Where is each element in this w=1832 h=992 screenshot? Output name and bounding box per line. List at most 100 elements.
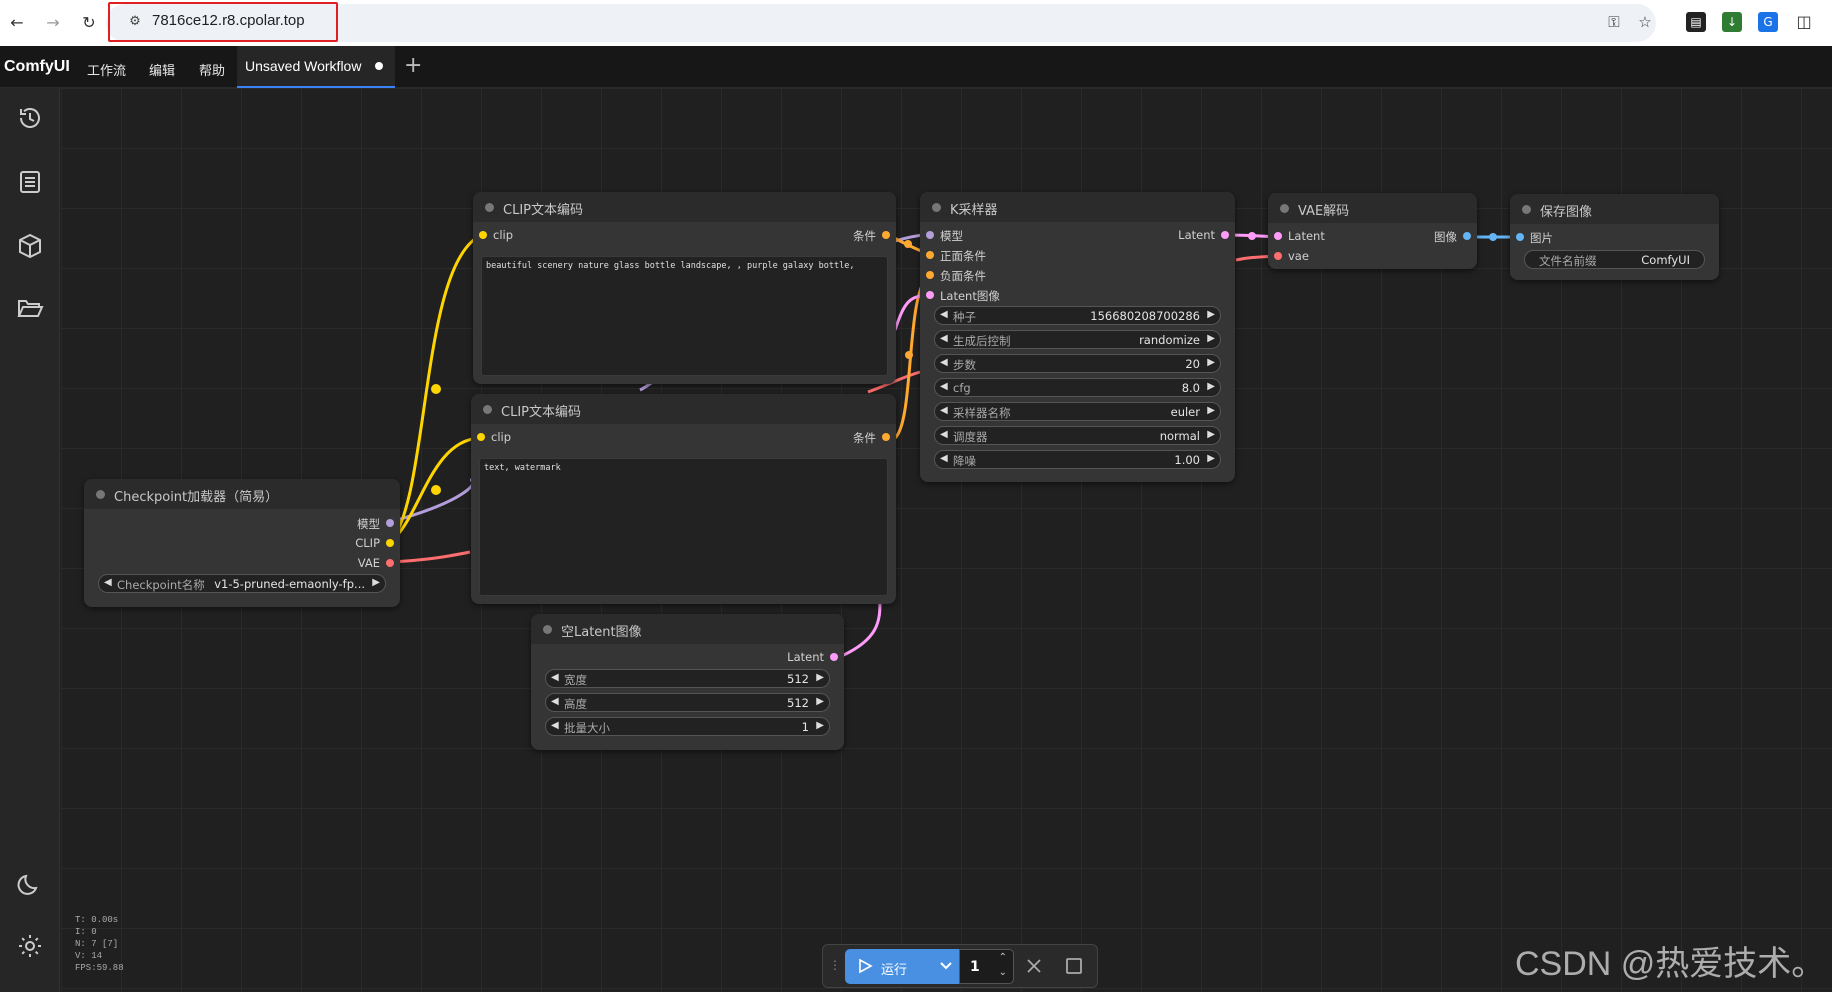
- collapse-dot-icon[interactable]: [483, 405, 492, 414]
- output-latent[interactable]: Latent: [1178, 228, 1229, 242]
- arrow-left-icon[interactable]: ◀: [940, 405, 948, 416]
- output-vae[interactable]: VAE: [358, 556, 394, 570]
- prompt-textarea[interactable]: beautiful scenery nature glass bottle la…: [481, 256, 888, 376]
- queue-list-icon[interactable]: [14, 166, 46, 198]
- output-model[interactable]: 模型: [357, 516, 394, 532]
- collapse-dot-icon[interactable]: [1280, 204, 1289, 213]
- collapse-dot-icon[interactable]: [932, 203, 941, 212]
- slot-dot[interactable]: [1274, 252, 1282, 260]
- output-image[interactable]: 图像: [1434, 229, 1471, 245]
- forward-icon[interactable]: →: [46, 13, 60, 32]
- extension-terminal-icon[interactable]: ▤: [1686, 12, 1706, 32]
- extensions-puzzle-icon[interactable]: ◫: [1796, 12, 1812, 31]
- node-title-bar[interactable]: VAE解码: [1268, 193, 1477, 223]
- checkpoint-loader-node[interactable]: Checkpoint加载器（简易） 模型 CLIP VAE ◀ Checkpoi…: [84, 479, 400, 607]
- stop-square-icon[interactable]: [1063, 955, 1085, 977]
- node-title-bar[interactable]: CLIP文本编码: [473, 192, 896, 222]
- slot-dot[interactable]: [1463, 232, 1471, 240]
- arrow-right-icon[interactable]: ▶: [1207, 381, 1215, 392]
- arrow-right-icon[interactable]: ▶: [1207, 405, 1215, 416]
- chevron-down-icon[interactable]: [939, 959, 953, 973]
- workflows-folder-icon[interactable]: [14, 292, 46, 324]
- arrow-right-icon[interactable]: ▶: [1207, 333, 1215, 344]
- cancel-x-icon[interactable]: [1023, 955, 1045, 977]
- arrow-right-icon[interactable]: ▶: [1207, 429, 1215, 440]
- slot-dot[interactable]: [477, 433, 485, 441]
- input-latent[interactable]: Latent: [1274, 229, 1325, 243]
- slot-dot[interactable]: [386, 539, 394, 547]
- collapse-dot-icon[interactable]: [96, 490, 105, 499]
- input-vae[interactable]: vae: [1274, 249, 1309, 263]
- settings-gear-icon[interactable]: [14, 930, 46, 962]
- extension-translate-icon[interactable]: G: [1758, 12, 1778, 32]
- slot-dot[interactable]: [1274, 232, 1282, 240]
- unsaved-dot-icon[interactable]: [375, 62, 383, 70]
- output-clip[interactable]: CLIP: [355, 536, 394, 550]
- arrow-left-icon[interactable]: ◀: [940, 309, 948, 320]
- arrow-left-icon[interactable]: ◀: [940, 333, 948, 344]
- slot-dot[interactable]: [1516, 233, 1524, 241]
- slot-dot[interactable]: [479, 231, 487, 239]
- arrow-left-icon[interactable]: ◀: [940, 429, 948, 440]
- batch-count-input[interactable]: 1 ⌃ ⌄: [959, 949, 1014, 984]
- arrow-left-icon[interactable]: ◀: [940, 381, 948, 392]
- collapse-dot-icon[interactable]: [485, 203, 494, 212]
- arrow-right-icon[interactable]: ▶: [1207, 357, 1215, 368]
- run-button[interactable]: 运行: [845, 949, 959, 984]
- site-info-icon[interactable]: ⚙: [129, 14, 141, 29]
- password-key-icon[interactable]: ⚿: [1608, 13, 1620, 31]
- input-negative[interactable]: 负面条件: [926, 268, 986, 284]
- arrow-right-icon[interactable]: ▶: [816, 720, 824, 731]
- node-library-cube-icon[interactable]: [14, 230, 46, 262]
- output-latent[interactable]: Latent: [787, 650, 838, 664]
- arrow-right-icon[interactable]: ▶: [1207, 453, 1215, 464]
- input-positive[interactable]: 正面条件: [926, 248, 986, 264]
- input-images[interactable]: 图片: [1516, 230, 1553, 246]
- slot-dot[interactable]: [926, 271, 934, 279]
- input-model[interactable]: 模型: [926, 228, 963, 244]
- prompt-textarea[interactable]: text, watermark: [479, 458, 888, 596]
- address-bar[interactable]: [106, 4, 1656, 42]
- node-title-bar[interactable]: Checkpoint加载器（简易）: [84, 479, 400, 509]
- arrow-left-icon[interactable]: ◀: [940, 453, 948, 464]
- input-latent-image[interactable]: Latent图像: [926, 288, 1000, 304]
- arrow-left-icon[interactable]: ◀: [551, 696, 559, 707]
- checkpoint-name-combo[interactable]: ◀ Checkpoint名称 v1-5-pruned-emaonly-fp...…: [98, 574, 386, 593]
- arrow-left-icon[interactable]: ◀: [551, 672, 559, 683]
- node-title-bar[interactable]: K采样器: [920, 192, 1235, 222]
- bookmark-star-icon[interactable]: ☆: [1638, 13, 1652, 31]
- arrow-left-icon[interactable]: ◀: [940, 357, 948, 368]
- slot-dot[interactable]: [926, 231, 934, 239]
- output-conditioning[interactable]: 条件: [853, 430, 890, 446]
- clip-text-encode-negative-node[interactable]: CLIP文本编码 clip 条件 text, watermark: [471, 394, 896, 604]
- arrow-right-icon[interactable]: ▶: [1207, 309, 1215, 320]
- arrow-left-icon[interactable]: ◀: [104, 577, 112, 588]
- add-tab-button[interactable]: +: [404, 53, 423, 78]
- collapse-dot-icon[interactable]: [543, 625, 552, 634]
- slot-dot[interactable]: [882, 433, 890, 441]
- input-clip[interactable]: clip: [477, 430, 511, 444]
- input-clip[interactable]: clip: [479, 228, 513, 242]
- slot-dot[interactable]: [386, 559, 394, 567]
- chevron-down-icon[interactable]: ⌄: [998, 967, 1007, 978]
- workflow-tab[interactable]: Unsaved Workflow: [237, 46, 395, 88]
- chevron-up-icon[interactable]: ⌃: [998, 952, 1007, 963]
- output-conditioning[interactable]: 条件: [853, 228, 890, 244]
- drag-handle-icon[interactable]: ⋮⋮: [829, 958, 853, 972]
- node-title-bar[interactable]: 保存图像: [1510, 194, 1719, 224]
- collapse-dot-icon[interactable]: [1522, 205, 1531, 214]
- back-icon[interactable]: ←: [10, 13, 24, 32]
- filename-prefix-widget[interactable]: 文件名前缀 ComfyUI: [1524, 250, 1705, 269]
- slot-dot[interactable]: [926, 251, 934, 259]
- slot-dot[interactable]: [1221, 231, 1229, 239]
